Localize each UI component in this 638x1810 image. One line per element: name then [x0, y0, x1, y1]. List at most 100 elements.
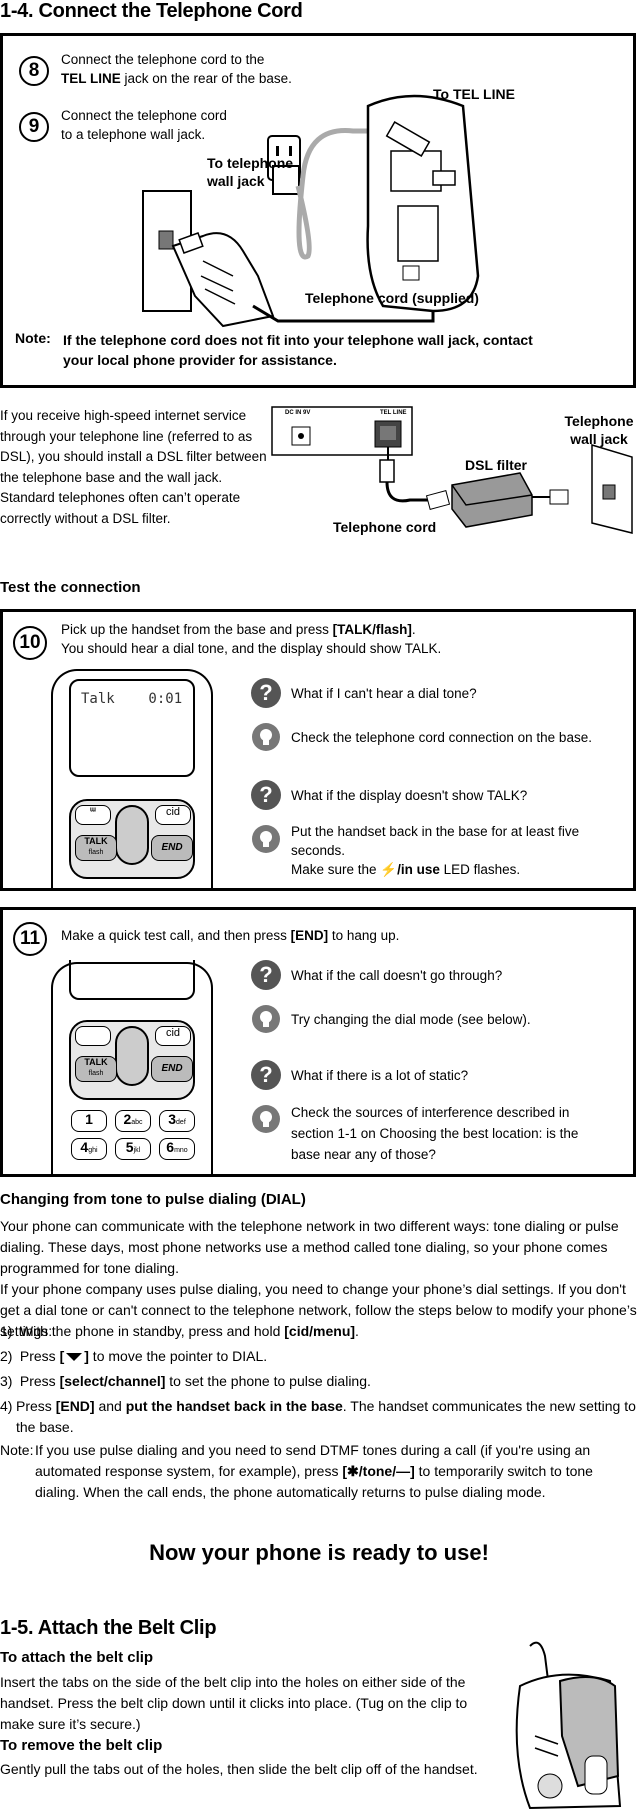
select-channel-key-ref: [select/channel]	[59, 1373, 166, 1389]
connection-illustration	[142, 94, 480, 328]
down-arrow-icon	[66, 1353, 83, 1361]
flash-label: flash	[88, 849, 104, 856]
dial-step-2-a: Press	[19, 1348, 60, 1364]
key-3-digit: 3	[168, 1111, 177, 1127]
keypad-cluster: cid TALK flash END	[69, 1020, 195, 1100]
step-11-text: Make a quick test call, and then press […	[61, 926, 399, 945]
dial-step-4-d: put the handset back in the base	[125, 1398, 343, 1414]
dial-step-4: 4)Press [END] and put the handset back i…	[0, 1396, 636, 1438]
dial-step-4-c: and	[94, 1398, 126, 1414]
question-1: What if I can't hear a dial tone?	[291, 686, 477, 701]
answer-2: Put the handset back in the base for at …	[291, 822, 631, 879]
answer-4: Check the sources of interference descri…	[291, 1105, 579, 1162]
step-9-line-1: Connect the telephone cord	[61, 108, 227, 123]
dial-note-text: If you use pulse dialing and you need to…	[35, 1440, 630, 1503]
dial-step-4-a: Press	[16, 1398, 56, 1414]
step-8-text: Connect the telephone cord to the TEL LI…	[61, 50, 321, 88]
note-label: Note:	[15, 330, 51, 346]
in-use-term: /in use	[397, 862, 440, 877]
lightning-icon: ⚡	[380, 862, 398, 877]
step-10-line-1-a: Pick up the handset from the base and pr…	[61, 622, 333, 637]
key-2: 2abc	[115, 1110, 151, 1132]
section-title-connect-cord: 1-4. Connect the Telephone Cord	[0, 0, 303, 22]
talk-label: TALK	[84, 1057, 108, 1067]
step-8-line-1: Connect the telephone cord to the	[61, 52, 265, 67]
question-2: What if the display doesn't show TALK?	[291, 788, 528, 803]
step-11-panel: 11 Make a quick test call, and then pres…	[0, 907, 636, 1177]
cid-menu-key-ref: [cid/menu]	[284, 1323, 356, 1339]
question-icon: ?	[251, 780, 281, 810]
dial-paragraph-1: Your phone can communicate with the tele…	[0, 1218, 619, 1276]
end-key: END	[151, 835, 193, 861]
dial-step-4-num: 4)	[0, 1398, 13, 1414]
step-11-c: to hang up.	[328, 928, 400, 943]
key-3-letters: def	[176, 1119, 186, 1126]
step-10-line-1-c: .	[411, 622, 416, 637]
panel-tel-line-label: TEL LINE	[380, 410, 407, 416]
ready-banner: Now your phone is ready to use!	[149, 1540, 489, 1565]
step-number-10: 10	[13, 626, 47, 660]
lightbulb-icon	[252, 723, 280, 751]
question-icon: ?	[251, 960, 281, 990]
question-4: What if there is a lot of static?	[291, 1068, 469, 1083]
label-dsl-filter: DSL filter	[465, 457, 527, 473]
step-9-line-2: to a telephone wall jack.	[61, 127, 206, 142]
key-5-digit: 5	[125, 1139, 134, 1155]
handset-display-bottom	[69, 960, 195, 1000]
remove-clip-title: To remove the belt clip	[0, 1737, 163, 1754]
dial-step-3: 3) Press [select/channel] to set the pho…	[0, 1371, 638, 1392]
dial-step-1-c: .	[355, 1323, 359, 1339]
cid-key: cid	[155, 1026, 191, 1046]
phonebook-key: ᵚ	[75, 805, 111, 825]
handset-display: Talk 0:01	[69, 679, 195, 777]
belt-clip-illustration	[515, 1641, 622, 1810]
dsl-illustration	[271, 406, 633, 534]
answer-2-line-2-a: Make sure the	[291, 862, 381, 877]
step-8-line-2: TEL LINE jack on the rear of the base.	[61, 69, 321, 88]
test-connection-title: Test the connection	[0, 579, 141, 596]
attach-clip-text: Insert the tabs on the side of the belt …	[0, 1674, 468, 1732]
dial-step-1: 1) With the phone in standby, press and …	[0, 1321, 638, 1342]
display-text: Talk 0:01	[81, 691, 183, 707]
step-number-9: 9	[19, 112, 49, 142]
dial-step-1-a: With the phone in standby, press and hol…	[19, 1323, 285, 1339]
nav-key	[115, 1026, 149, 1086]
dial-step-3-a: Press	[19, 1373, 60, 1389]
step-10-line-2: You should hear a dial tone, and the dis…	[61, 641, 442, 656]
key-6-digit: 6	[166, 1139, 175, 1155]
key-6-letters: mno	[174, 1147, 188, 1154]
end-key-ref: [END]	[55, 1398, 95, 1414]
label-telephone-wall-jack: Telephone wall jack	[564, 413, 634, 447]
key-4: 4ghi	[71, 1138, 107, 1160]
note-text: If the telephone cord does not fit into …	[63, 332, 533, 368]
answer-1: Check the telephone cord connection on t…	[291, 730, 592, 745]
dial-step-1-num: 1)	[0, 1323, 13, 1339]
key-2-letters: abc	[131, 1119, 143, 1126]
flash-label: flash	[88, 1070, 104, 1077]
dial-step-3-c: to set the phone to pulse dialing.	[165, 1373, 371, 1389]
lightbulb-icon	[252, 825, 280, 853]
dial-step-2-c: to move the pointer to DIAL.	[88, 1348, 268, 1364]
label-telephone-cord: Telephone cord	[333, 519, 437, 535]
cid-key: cid	[155, 805, 191, 825]
question-3: What if the call doesn't go through?	[291, 968, 503, 983]
dial-section-title: Changing from tone to pulse dialing (DIA…	[0, 1191, 306, 1208]
step-8-line-2-rest: jack on the rear of the base.	[120, 71, 292, 86]
end-key: END	[151, 1056, 193, 1082]
talk-flash-key-ref: [TALK/flash]	[332, 622, 412, 637]
answer-3: Try changing the dial mode (see below).	[291, 1012, 531, 1027]
dial-step-3-num: 3)	[0, 1373, 13, 1389]
step-10-text: Pick up the handset from the base and pr…	[61, 620, 621, 658]
question-icon: ?	[251, 1060, 281, 1090]
key-1-digit: 1	[85, 1111, 93, 1127]
panel-dc-in-label: DC IN 9V	[285, 410, 311, 416]
tone-label: /tone/	[358, 1463, 397, 1479]
label-telephone-cord-supplied: Telephone cord (supplied)	[305, 290, 479, 306]
connect-cord-panel: 8 Connect the telephone cord to the TEL …	[0, 33, 636, 388]
lightbulb-icon	[252, 1105, 280, 1133]
dial-note-e: to temporarily switch to tone dialing. W…	[35, 1463, 593, 1500]
phonebook-key	[75, 1026, 111, 1046]
bracket-open: [	[59, 1348, 65, 1364]
